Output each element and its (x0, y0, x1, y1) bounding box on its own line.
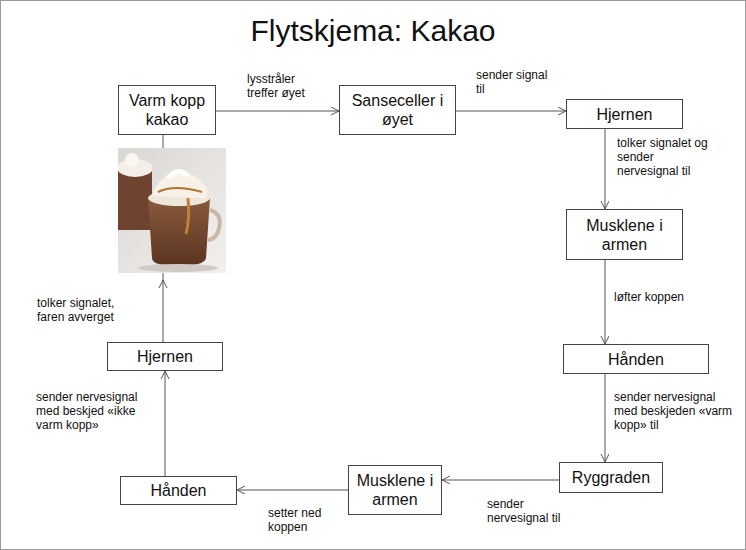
process-box: Hånden (120, 476, 237, 505)
box-text-group: Musklene i armen (573, 216, 676, 254)
cocoa-illustration (118, 148, 226, 273)
edge-label: løfter koppen (614, 290, 704, 304)
box-label: Hjernen (596, 105, 652, 124)
arrow-line (605, 260, 606, 344)
process-box: Musklene i armen (566, 209, 683, 260)
flow-arrow (605, 260, 606, 344)
edge-label: lysstråler treffer øyet (247, 72, 319, 100)
arrow-line (216, 111, 339, 112)
box-label: Sanseceller i øyet (346, 91, 449, 129)
flow-arrow (165, 371, 166, 476)
arrow-line (237, 490, 348, 491)
process-box: Musklene i armen (348, 465, 442, 515)
box-label: Musklene i armen (573, 216, 676, 254)
arrow-line (605, 129, 606, 209)
flow-arrow (216, 111, 339, 112)
box-label: Hjernen (137, 347, 193, 366)
arrow-head (159, 280, 167, 288)
process-box: Hjernen (566, 99, 683, 129)
edge-label: sender nervesignal med beskjeden «varm k… (614, 390, 739, 432)
box-label: Ryggraden (572, 468, 650, 487)
box-text-group: Varm kopp kakao (125, 91, 209, 129)
flow-arrow (442, 480, 559, 481)
flow-arrow (237, 490, 348, 491)
arrow-line (442, 480, 559, 481)
box-text-group: Hjernen (137, 347, 193, 366)
flow-arrow (605, 374, 606, 462)
box-text-group: Ryggraden (572, 468, 650, 487)
box-label: Varm kopp kakao (125, 91, 209, 129)
edge-label: tolker signalet og sender nervesignal ti… (617, 136, 717, 178)
arrow-line (605, 374, 606, 462)
flow-arrow (605, 129, 606, 209)
edge-label: tolker signalet, faren avverget (37, 296, 142, 324)
arrow-line (165, 371, 166, 476)
box-label: Musklene i armen (355, 471, 435, 509)
box-text-group: Hånden (608, 350, 664, 369)
process-box: Varm kopp kakao (118, 85, 216, 135)
edge-label: setter ned koppen (268, 506, 343, 534)
diagram-title: Flytskjema: Kakao (0, 14, 746, 48)
process-box: Hånden (563, 344, 709, 374)
edge-label: sender nervesignal til (487, 497, 567, 525)
box-text-group: Sanseceller i øyet (346, 91, 449, 129)
box-label: Hånden (608, 350, 664, 369)
flow-arrow (456, 111, 566, 112)
process-box: Ryggraden (559, 462, 663, 493)
box-text-group: Musklene i armen (355, 471, 435, 509)
edge-label: sender nervesignal med beskjed «ikke var… (36, 390, 138, 432)
edge-label: sender signal til (476, 68, 558, 96)
box-text-group: Hjernen (596, 105, 652, 124)
process-box: Hjernen (107, 342, 223, 371)
arrow-line (456, 111, 566, 112)
box-label: Hånden (150, 481, 206, 500)
box-text-group: Hånden (150, 481, 206, 500)
process-box: Sanseceller i øyet (339, 85, 456, 135)
